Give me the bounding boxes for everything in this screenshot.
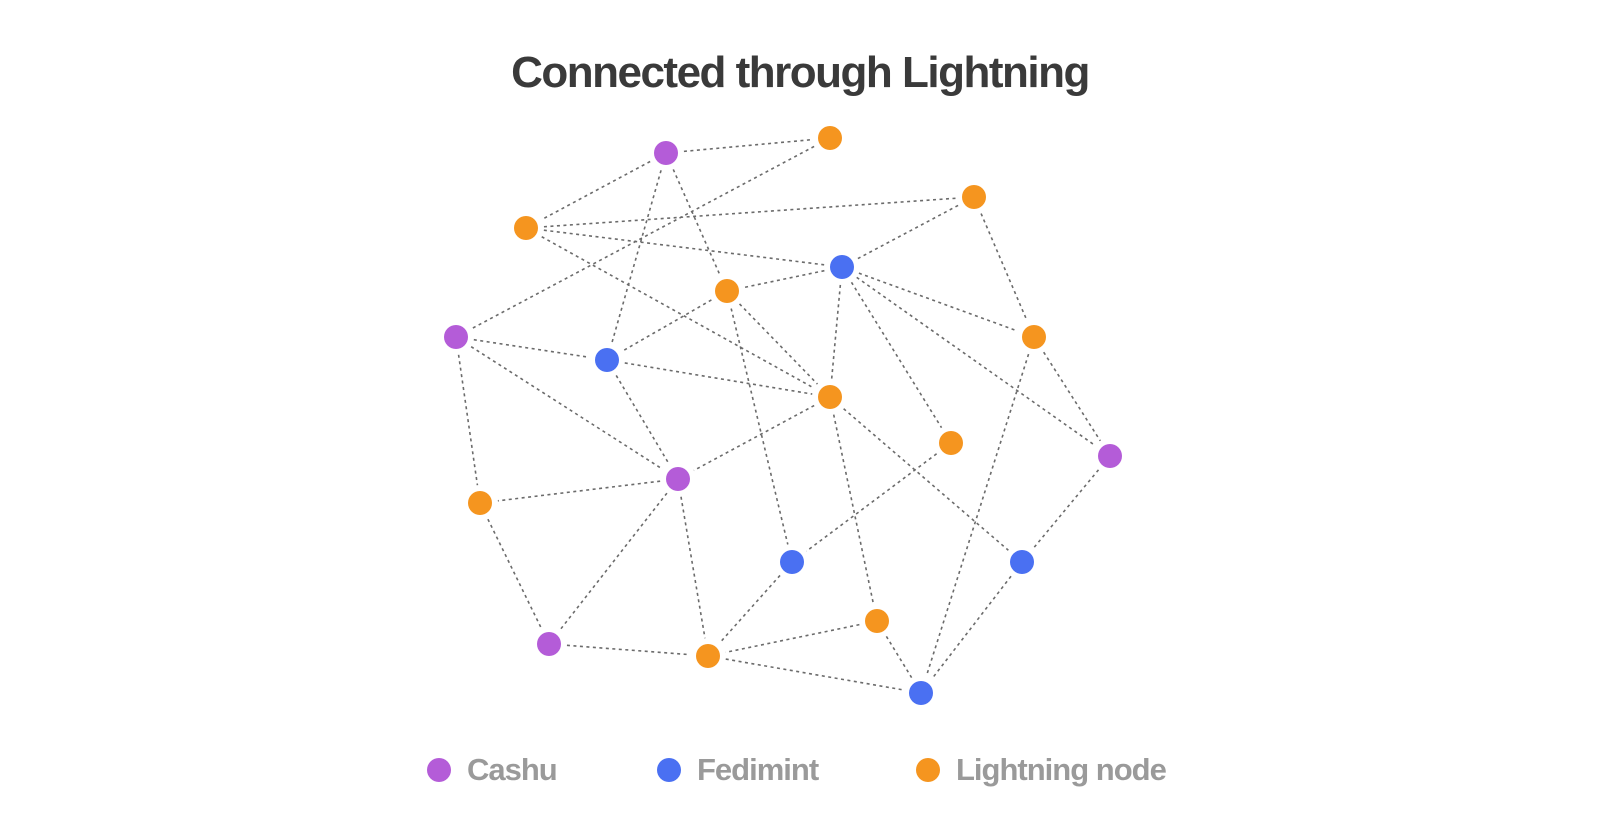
edge-n18-n19: [566, 644, 691, 656]
cashu-node-n13: [666, 467, 690, 491]
network-diagram: [444, 126, 1122, 705]
edge-n10-n13: [693, 404, 815, 472]
legend-label-lightning-node: Lightning node: [956, 752, 1167, 787]
edge-n8-n10: [624, 362, 813, 395]
edge-n2-n10: [541, 236, 815, 389]
lightning-node-n3: [818, 126, 842, 150]
edge-n4-n9: [980, 213, 1028, 321]
legend-label-fedimint: Fedimint: [697, 752, 819, 787]
lightning-node-n11: [939, 431, 963, 455]
fedimint-node-n5: [830, 255, 854, 279]
edge-n1-n3: [683, 138, 813, 153]
edge-n1-n8: [611, 170, 662, 343]
lightning-node-n10: [818, 385, 842, 409]
edge-n5-n11: [850, 281, 943, 429]
edge-n16-n20: [931, 575, 1012, 680]
edge-n2-n4: [543, 197, 957, 228]
lightning-node-n9: [1022, 325, 1046, 349]
edge-n8-n13: [615, 375, 670, 464]
cashu-dot-icon: [427, 758, 451, 782]
legend-item-fedimint: Fedimint: [657, 752, 819, 788]
edge-n1-n6: [672, 169, 721, 275]
edge-n13-n19: [680, 496, 706, 639]
edges-group: [457, 138, 1101, 691]
edge-n6-n15: [730, 308, 789, 545]
cashu-node-n1: [654, 141, 678, 165]
edge-n7-n13: [470, 346, 664, 470]
edge-n5-n6: [744, 269, 825, 289]
cashu-node-n18: [537, 632, 561, 656]
edge-n14-n18: [487, 518, 542, 629]
edge-n5-n12: [856, 276, 1096, 447]
lightning-node-n17: [865, 609, 889, 633]
edge-n2-n5: [543, 229, 825, 266]
lightning-node-dot-icon: [916, 758, 940, 782]
lightning-node-n19: [696, 644, 720, 668]
diagram-title: Connected through Lightning: [511, 48, 1090, 97]
lightning-node-n14: [468, 491, 492, 515]
legend-label-cashu: Cashu: [467, 752, 558, 787]
edge-n5-n9: [858, 272, 1018, 332]
edge-n13-n14: [497, 480, 661, 502]
edge-n10-n17: [832, 414, 875, 604]
cashu-node-n12: [1098, 444, 1122, 468]
fedimint-node-n15: [780, 550, 804, 574]
lightning-node-n2: [514, 216, 538, 240]
edge-n4-n5: [857, 204, 959, 260]
edge-n13-n18: [559, 492, 668, 631]
fedimint-node-n16: [1010, 550, 1034, 574]
nodes-group: [444, 126, 1122, 705]
edge-n9-n20: [925, 353, 1030, 677]
edge-n10-n16: [843, 408, 1009, 551]
lightning-node-n6: [715, 279, 739, 303]
edge-n6-n10: [738, 303, 819, 385]
legend-item-lightning-node: Lightning node: [916, 752, 1167, 788]
edge-n17-n19: [725, 623, 860, 654]
fedimint-node-n8: [595, 348, 619, 372]
edge-n5-n10: [830, 284, 842, 380]
edge-n1-n2: [541, 160, 651, 221]
legend-item-cashu: Cashu: [427, 752, 558, 788]
lightning-node-n4: [962, 185, 986, 209]
fedimint-node-n20: [909, 681, 933, 705]
edge-n7-n8: [473, 338, 590, 359]
edge-n11-n15: [805, 453, 938, 552]
edge-n17-n20: [885, 635, 913, 679]
edge-n9-n12: [1043, 351, 1101, 442]
edge-n15-n19: [719, 574, 781, 644]
fedimint-dot-icon: [657, 758, 681, 782]
edge-n7-n14: [457, 354, 479, 486]
edge-n19-n20: [725, 658, 904, 691]
edge-n12-n16: [1032, 469, 1100, 549]
cashu-node-n7: [444, 325, 468, 349]
edge-n6-n8: [622, 299, 712, 352]
